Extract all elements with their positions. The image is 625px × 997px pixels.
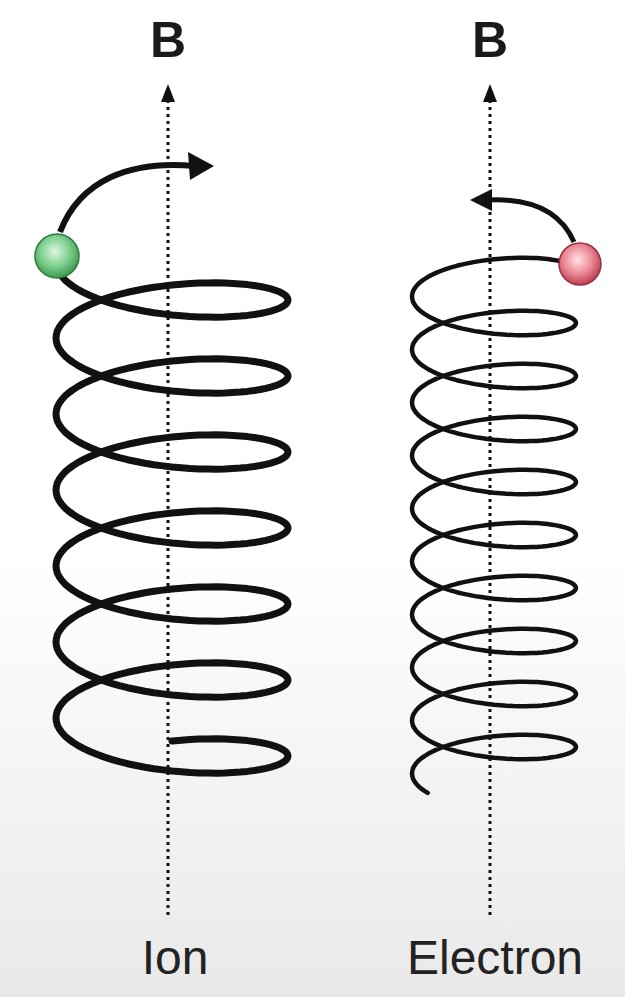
particle-label: Electron <box>407 934 583 982</box>
field-label: B <box>150 15 186 65</box>
field-arrowhead <box>483 84 497 102</box>
field-label: B <box>472 15 508 65</box>
rotation-arrow <box>488 200 574 242</box>
field-line <box>489 100 492 915</box>
field-arrowhead <box>161 84 175 102</box>
particle-label: Ion <box>142 934 209 982</box>
field-line <box>167 100 170 915</box>
arrowhead <box>470 189 492 211</box>
electron-helix <box>412 258 576 793</box>
rotation-arrow <box>60 165 195 232</box>
electron-particle <box>559 243 601 285</box>
ion-particle <box>35 234 79 278</box>
arrowhead <box>188 152 214 180</box>
ion-helix <box>56 262 288 773</box>
